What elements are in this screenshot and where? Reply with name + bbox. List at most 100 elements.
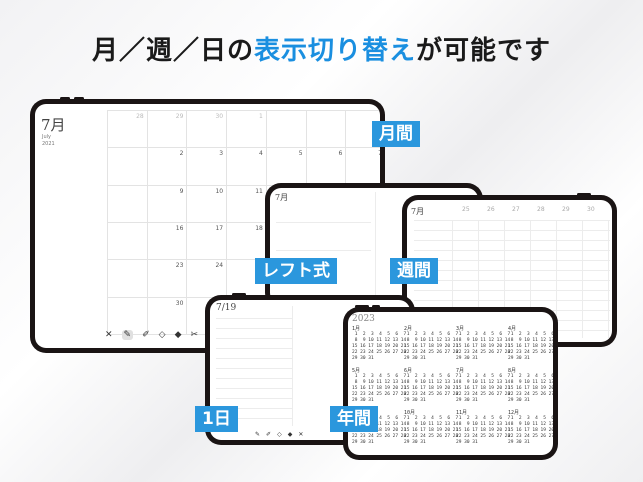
headline-prefix: 月／週／日の [91, 36, 254, 66]
calendar-cell[interactable]: 29 [147, 111, 188, 149]
grid-line [452, 220, 453, 338]
calendar-cell[interactable] [108, 260, 148, 298]
yearly-month-days: 1 2 3 4 5 6 7 8 9 10 11 12 13 14 15 16 1… [456, 416, 511, 445]
calendar-cell[interactable] [266, 111, 307, 149]
daily-timeline [216, 318, 292, 428]
weekly-day-label: 29 [562, 206, 570, 213]
grid-line [414, 260, 610, 261]
yearly-month[interactable]: 5月 1 2 3 4 5 6 7 8 9 10 11 12 13 14 15 1… [352, 368, 406, 404]
calendar-cell[interactable]: 10 [187, 185, 228, 223]
calendar-cell[interactable]: 3 [187, 148, 228, 186]
pen-icon[interactable]: ✎ [255, 431, 261, 438]
calendar-cell[interactable]: 1 [227, 111, 267, 149]
ipad-button [577, 193, 591, 196]
calendar-cell[interactable]: 16 [147, 223, 188, 261]
fill-icon[interactable]: ◆ [287, 431, 293, 438]
yearly-month-label: 11月 [456, 410, 468, 416]
calendar-cell[interactable]: 2 [147, 148, 188, 186]
calendar-cell[interactable] [108, 185, 148, 223]
tag-daily: 1日 [195, 406, 238, 432]
yearly-month-days: 1 2 3 4 5 6 7 8 9 10 11 12 13 14 15 16 1… [456, 374, 511, 403]
tag-weekly: 週間 [390, 258, 438, 284]
yearly-month[interactable]: 1月 1 2 3 4 5 6 7 8 9 10 11 12 13 14 15 1… [352, 326, 406, 362]
grid-line [216, 358, 292, 359]
yearly-month-label: 12月 [508, 410, 520, 416]
grid-line [216, 368, 292, 369]
yearly-month-label: 6月 [404, 368, 413, 374]
weekly-day-label: 27 [512, 206, 520, 213]
calendar-cell[interactable]: 23 [147, 260, 188, 298]
calendar-cell[interactable] [108, 148, 148, 186]
yearly-month-days: 1 2 3 4 5 6 7 8 9 10 11 12 13 14 15 16 1… [508, 374, 553, 403]
yearly-month-label: 5月 [352, 368, 361, 374]
close-icon[interactable]: ✕ [105, 330, 113, 340]
calendar-cell[interactable]: 17 [187, 223, 228, 261]
calendar-cell[interactable] [346, 111, 380, 149]
calendar-cell[interactable]: 9 [147, 185, 188, 223]
calendar-cell[interactable]: 11 [227, 185, 267, 223]
calendar-cell[interactable]: 6 [306, 148, 347, 186]
yearly-month[interactable]: 11月 1 2 3 4 5 6 7 8 9 10 11 12 13 14 15 … [456, 410, 510, 446]
ipad-button [232, 293, 246, 296]
ipad-button [355, 305, 369, 308]
calendar-cell[interactable]: 24 [187, 260, 228, 298]
yearly-month[interactable]: 4月 1 2 3 4 5 6 7 8 9 10 11 12 13 14 15 1… [508, 326, 553, 362]
yearly-month-days: 1 2 3 4 5 6 7 8 9 10 11 12 13 14 15 16 1… [508, 416, 553, 445]
yearly-month-days: 1 2 3 4 5 6 7 8 9 10 11 12 13 14 15 16 1… [352, 332, 407, 361]
weekly-day-label: 26 [487, 206, 495, 213]
calendar-cell[interactable]: 30 [147, 297, 188, 335]
yearly-month-label: 7月 [456, 368, 465, 374]
grid-line [414, 220, 610, 221]
eraser-icon[interactable]: ◇ [158, 330, 166, 340]
ipad-yearly: 2023 1月 1 2 3 4 5 6 7 8 9 10 11 12 13 14… [343, 307, 558, 460]
calendar-cell[interactable] [306, 111, 347, 149]
weekly-day-label: 28 [537, 206, 545, 213]
yearly-month[interactable]: 3月 1 2 3 4 5 6 7 8 9 10 11 12 13 14 15 1… [456, 326, 510, 362]
pen-icon[interactable]: ✎ [121, 330, 134, 340]
grid-line [216, 318, 292, 319]
yearly-title: 2023 [352, 314, 375, 324]
ipad-button [60, 97, 70, 100]
calendar-cell[interactable]: 5 [266, 148, 307, 186]
daily-toolbar: ✎ ✐ ◇ ◆ ✕ [255, 431, 303, 438]
headline-suffix: が可能です [416, 36, 552, 66]
ipad-button [74, 97, 84, 100]
calendar-cell[interactable]: 18 [227, 223, 267, 261]
leftstyle-title: 7月 [275, 193, 289, 202]
divider [276, 222, 371, 223]
monthly-subtitle-en: July [42, 134, 51, 140]
calendar-cell[interactable]: 7 [346, 148, 380, 186]
fill-icon[interactable]: ◆ [174, 330, 182, 340]
daily-title: 7/19 [216, 303, 237, 313]
tag-leftstyle: レフト式 [255, 258, 337, 284]
yearly-month-days: 1 2 3 4 5 6 7 8 9 10 11 12 13 14 15 16 1… [352, 374, 407, 403]
yearly-month[interactable]: 6月 1 2 3 4 5 6 7 8 9 10 11 12 13 14 15 1… [404, 368, 458, 404]
yearly-month-label: 8月 [508, 368, 517, 374]
yearly-grid: 1月 1 2 3 4 5 6 7 8 9 10 11 12 13 14 15 1… [352, 326, 553, 454]
yearly-month[interactable]: 7月 1 2 3 4 5 6 7 8 9 10 11 12 13 14 15 1… [456, 368, 510, 404]
brush-icon[interactable]: ✐ [266, 431, 272, 438]
grid-line [216, 388, 292, 389]
yearly-month[interactable]: 8月 1 2 3 4 5 6 7 8 9 10 11 12 13 14 15 1… [508, 368, 553, 404]
calendar-cell[interactable]: 4 [227, 148, 267, 186]
yearly-month[interactable]: 10月 1 2 3 4 5 6 7 8 9 10 11 12 13 14 15 … [404, 410, 458, 446]
brush-icon[interactable]: ✐ [142, 330, 150, 340]
lasso-icon[interactable]: ✂ [190, 330, 199, 340]
eraser-icon[interactable]: ◇ [277, 431, 282, 438]
yearly-month[interactable]: 12月 1 2 3 4 5 6 7 8 9 10 11 12 13 14 15 … [508, 410, 553, 446]
cancel-icon[interactable]: ✕ [298, 431, 304, 438]
grid-line [414, 280, 610, 281]
weekly-day-label: 30 [587, 206, 595, 213]
monthly-subtitle-year: 2021 [42, 141, 55, 147]
yearly-month-label: 3月 [456, 326, 465, 332]
yearly-month-label: 1月 [352, 326, 361, 332]
calendar-cell[interactable] [108, 223, 148, 261]
calendar-cell[interactable]: 30 [187, 111, 228, 149]
grid-line [216, 348, 292, 349]
headline-highlight: 表示切り替え [253, 36, 416, 66]
yearly-month-days: 1 2 3 4 5 6 7 8 9 10 11 12 13 14 15 16 1… [404, 374, 459, 403]
calendar-cell[interactable]: 28 [108, 111, 148, 149]
weekly-title: 7月 [411, 207, 425, 216]
yearly-month[interactable]: 2月 1 2 3 4 5 6 7 8 9 10 11 12 13 14 15 1… [404, 326, 458, 362]
